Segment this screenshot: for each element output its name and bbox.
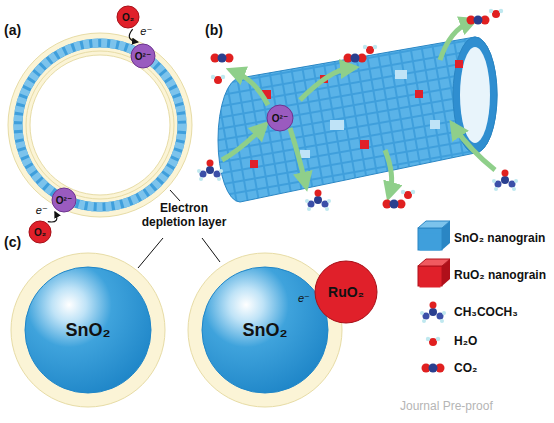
node-text: O²⁻ — [56, 195, 72, 206]
legend-text: RuO₂ nanograin — [454, 268, 546, 282]
legend-swatch-face — [420, 234, 440, 250]
watermark: Journal Pre-proof — [400, 400, 550, 414]
node-text: O²⁻ — [272, 113, 288, 124]
oxygen-ion: O²⁻ — [266, 104, 294, 132]
oxygen-molecule: O₂ — [28, 220, 52, 244]
node-text: O₂ — [34, 227, 46, 238]
legend-text: CO₂ — [454, 361, 477, 375]
edge-label: e⁻ — [35, 204, 49, 216]
ruo2-grain: RuO₂ — [314, 260, 378, 324]
node-text: RuO₂ — [328, 284, 364, 300]
electron-label: e⁻ — [298, 292, 318, 305]
edge-label: e⁻ — [139, 25, 153, 37]
legend-text: H₂O — [454, 334, 477, 348]
node-text: SnO₂ — [66, 320, 111, 341]
oxygen-ion: O²⁻ — [130, 43, 156, 69]
node-text: O₂ — [122, 12, 134, 23]
sno2-grain: SnO₂ — [201, 266, 329, 394]
node-text: SnO₂ — [243, 320, 288, 341]
legend-swatch — [420, 234, 440, 250]
oxygen-molecule: O₂ — [116, 5, 140, 29]
legend-swatch-face — [420, 271, 440, 287]
electron-transfer-arrow — [48, 212, 57, 222]
legend-swatch — [420, 271, 440, 287]
panel-label: (c) — [4, 234, 34, 250]
oxygen-ion: O²⁻ — [51, 187, 77, 213]
sno2-grain: SnO₂ — [24, 266, 152, 394]
panel-label: (a) — [4, 22, 34, 38]
electron-transfer-arrow — [129, 29, 137, 42]
panel-label: (b) — [205, 22, 235, 38]
node-text: O²⁻ — [135, 51, 151, 62]
legend-text: CH₃COCH₃ — [454, 305, 518, 319]
callout-text: Electron depletion layer — [140, 202, 228, 230]
legend-text: SnO₂ nanograin — [454, 231, 545, 245]
